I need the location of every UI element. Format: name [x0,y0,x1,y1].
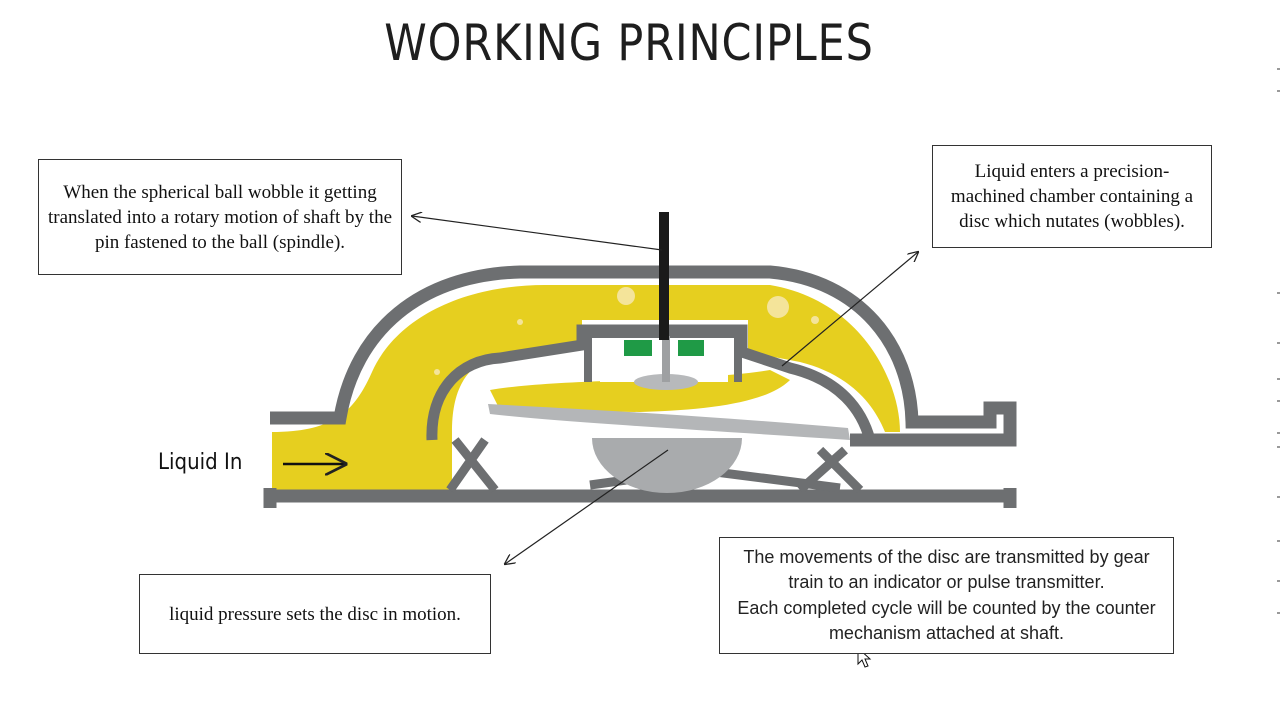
chamber-note: Liquid enters a precision-machined chamb… [932,145,1212,248]
ball-rotation-note: When the spherical ball wobble it gettin… [38,159,402,275]
gear-left [624,340,652,356]
spherical-ball [592,438,742,493]
pressure-text: liquid pressure sets the disc in motion. [169,603,461,625]
arrow-to-chamber-note [781,252,918,367]
bubble [517,319,523,325]
movement-line-2: Each completed cycle will be counted by … [737,597,1156,644]
chamber-text: Liquid enters a precision-machined chamb… [950,161,1194,232]
shaft [659,212,669,340]
pressure-note: liquid pressure sets the disc in motion. [139,574,491,654]
housing-legs [446,437,864,494]
bubble [767,296,789,318]
housing-inner [426,324,876,442]
ball-rotation-text: When the spherical ball wobble it gettin… [47,181,393,253]
bubble [811,316,819,324]
spindle-pin [662,336,670,382]
liquid-in-label: Liquid In [158,450,243,475]
bubble [617,287,635,305]
movement-text: The movements of the disc are transmitte… [726,545,1167,647]
movement-note: The movements of the disc are transmitte… [719,537,1174,654]
housing-base [263,488,1017,508]
liquid-fill [272,285,900,492]
nutating-disc [488,404,850,440]
movement-line-1: The movements of the disc are transmitte… [743,546,1150,593]
page-title: WORKING PRINCIPLES [384,14,874,72]
bubble [434,369,440,375]
arrow-to-ball-note [412,216,663,251]
housing-outer [270,265,1017,447]
gear-right [678,340,704,356]
arrow-to-pressure-note [505,449,669,564]
right-edge-artifacts [1277,60,1280,620]
